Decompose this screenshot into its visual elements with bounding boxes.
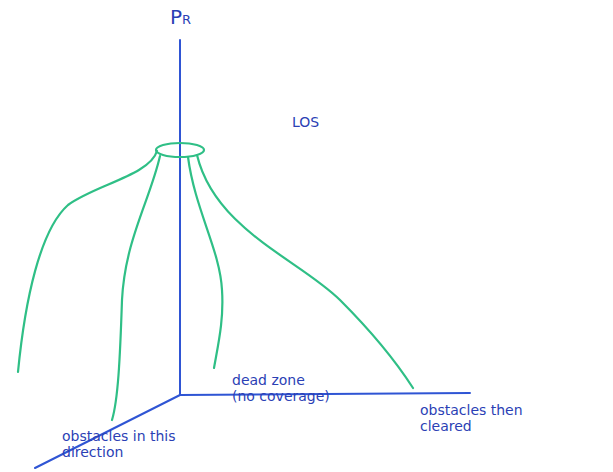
annotation-note: obstacles in this direction bbox=[62, 428, 202, 460]
coverage-curve bbox=[112, 156, 160, 420]
coverage-curve bbox=[197, 155, 413, 388]
power-label: PR bbox=[170, 6, 210, 29]
annotation-note: obstacles then cleared bbox=[420, 402, 530, 434]
power-axis bbox=[179, 40, 181, 395]
coverage-curve bbox=[18, 151, 157, 372]
annotation-note: dead zone (no coverage) bbox=[232, 372, 332, 404]
los-label: LOS bbox=[292, 114, 342, 130]
coverage-curve bbox=[188, 157, 222, 368]
